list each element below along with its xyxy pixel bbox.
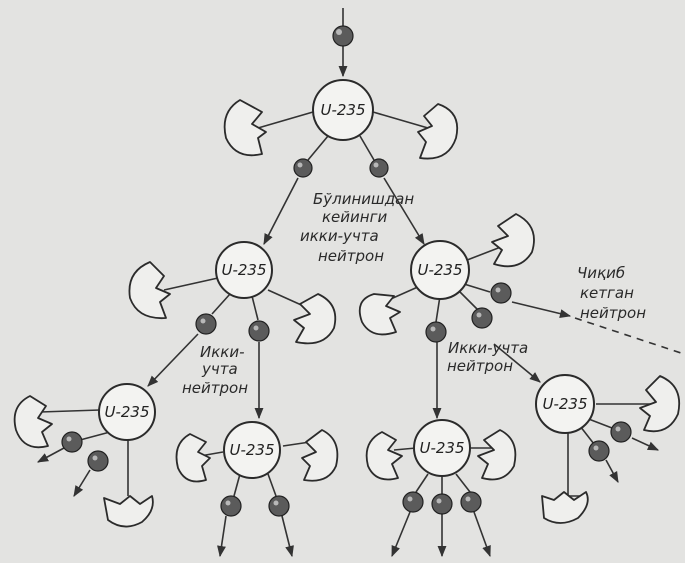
nucleus-third-mid-left: U-235 [223, 421, 281, 479]
fragment-shell [358, 293, 401, 336]
neutrons [61, 25, 632, 517]
nucleus-label: U-235 [221, 261, 266, 279]
caption-right-neutrons: Икки-учта нейтрон [447, 339, 528, 375]
fragment-shell [128, 261, 171, 320]
nucleus-label: U-235 [320, 101, 365, 119]
caption-escaped: Чиқиб кетган нейтрон [577, 264, 646, 322]
nucleus-label: U-235 [419, 439, 464, 457]
caption-line: учта [201, 360, 238, 378]
neutron [460, 491, 482, 513]
nucleus-label: U-235 [229, 441, 274, 459]
fragment-shell [223, 99, 267, 157]
nucleus-third-right: U-235 [535, 374, 595, 434]
caption-left-neutrons: Икки- учта нейтрон [182, 343, 248, 397]
neutron [61, 431, 83, 453]
fragment-shell [103, 495, 154, 528]
caption-line: Чиқиб [577, 264, 625, 282]
fragment-shell [293, 293, 337, 345]
caption-line: Бўлинишдан [313, 190, 414, 208]
fragment-shell [639, 375, 681, 433]
fragment-shell [417, 103, 459, 160]
neutron [610, 421, 632, 443]
fragment-shell [541, 491, 589, 524]
fragment-shell [477, 429, 517, 481]
fission-fragments [13, 99, 681, 528]
neutron-escaping [490, 282, 512, 304]
neutron [425, 321, 447, 343]
fragment-shell [491, 213, 535, 268]
fragment-shell [175, 433, 211, 483]
nucleus-top: U-235 [312, 79, 374, 141]
fragment-shell [301, 429, 339, 482]
caption-line: кетган [580, 284, 634, 302]
caption-line: нейтрон [447, 357, 513, 375]
caption-line: икки-учта [300, 227, 379, 245]
nucleus-label: U-235 [104, 403, 149, 421]
nucleus-label: U-235 [542, 395, 587, 413]
nucleus-second-left: U-235 [215, 241, 273, 299]
nucleus-second-right: U-235 [410, 240, 470, 300]
neutron [471, 307, 493, 329]
neutron [220, 495, 242, 517]
reaction-lines [37, 8, 685, 558]
caption-after-fission: Бўлинишдан кейинги икки-учта нейтрон [300, 190, 414, 265]
fragment-shell [13, 395, 53, 449]
neutron [87, 450, 109, 472]
nucleus-third-mid-right: U-235 [413, 419, 471, 477]
neutron-incoming [332, 25, 354, 47]
nuclei: U-235 U-235 U-235 U-235 U-235 U-235 U-23… [98, 79, 595, 479]
neutron [588, 440, 610, 462]
caption-line: кейинги [322, 208, 387, 226]
neutron [402, 491, 424, 513]
caption-line: нейтрон [318, 247, 384, 265]
neutron [268, 495, 290, 517]
neutron [431, 493, 453, 515]
nucleus-third-far-left: U-235 [98, 383, 156, 441]
nucleus-label: U-235 [417, 261, 462, 279]
caption-line: нейтрон [580, 304, 646, 322]
neutron [369, 158, 389, 178]
neutron [248, 320, 270, 342]
caption-line: Икки-учта [448, 339, 528, 357]
neutron [293, 158, 313, 178]
caption-line: нейтрон [182, 379, 248, 397]
neutron [195, 313, 217, 335]
caption-line: Икки- [200, 343, 245, 361]
fragment-shell [365, 431, 403, 481]
